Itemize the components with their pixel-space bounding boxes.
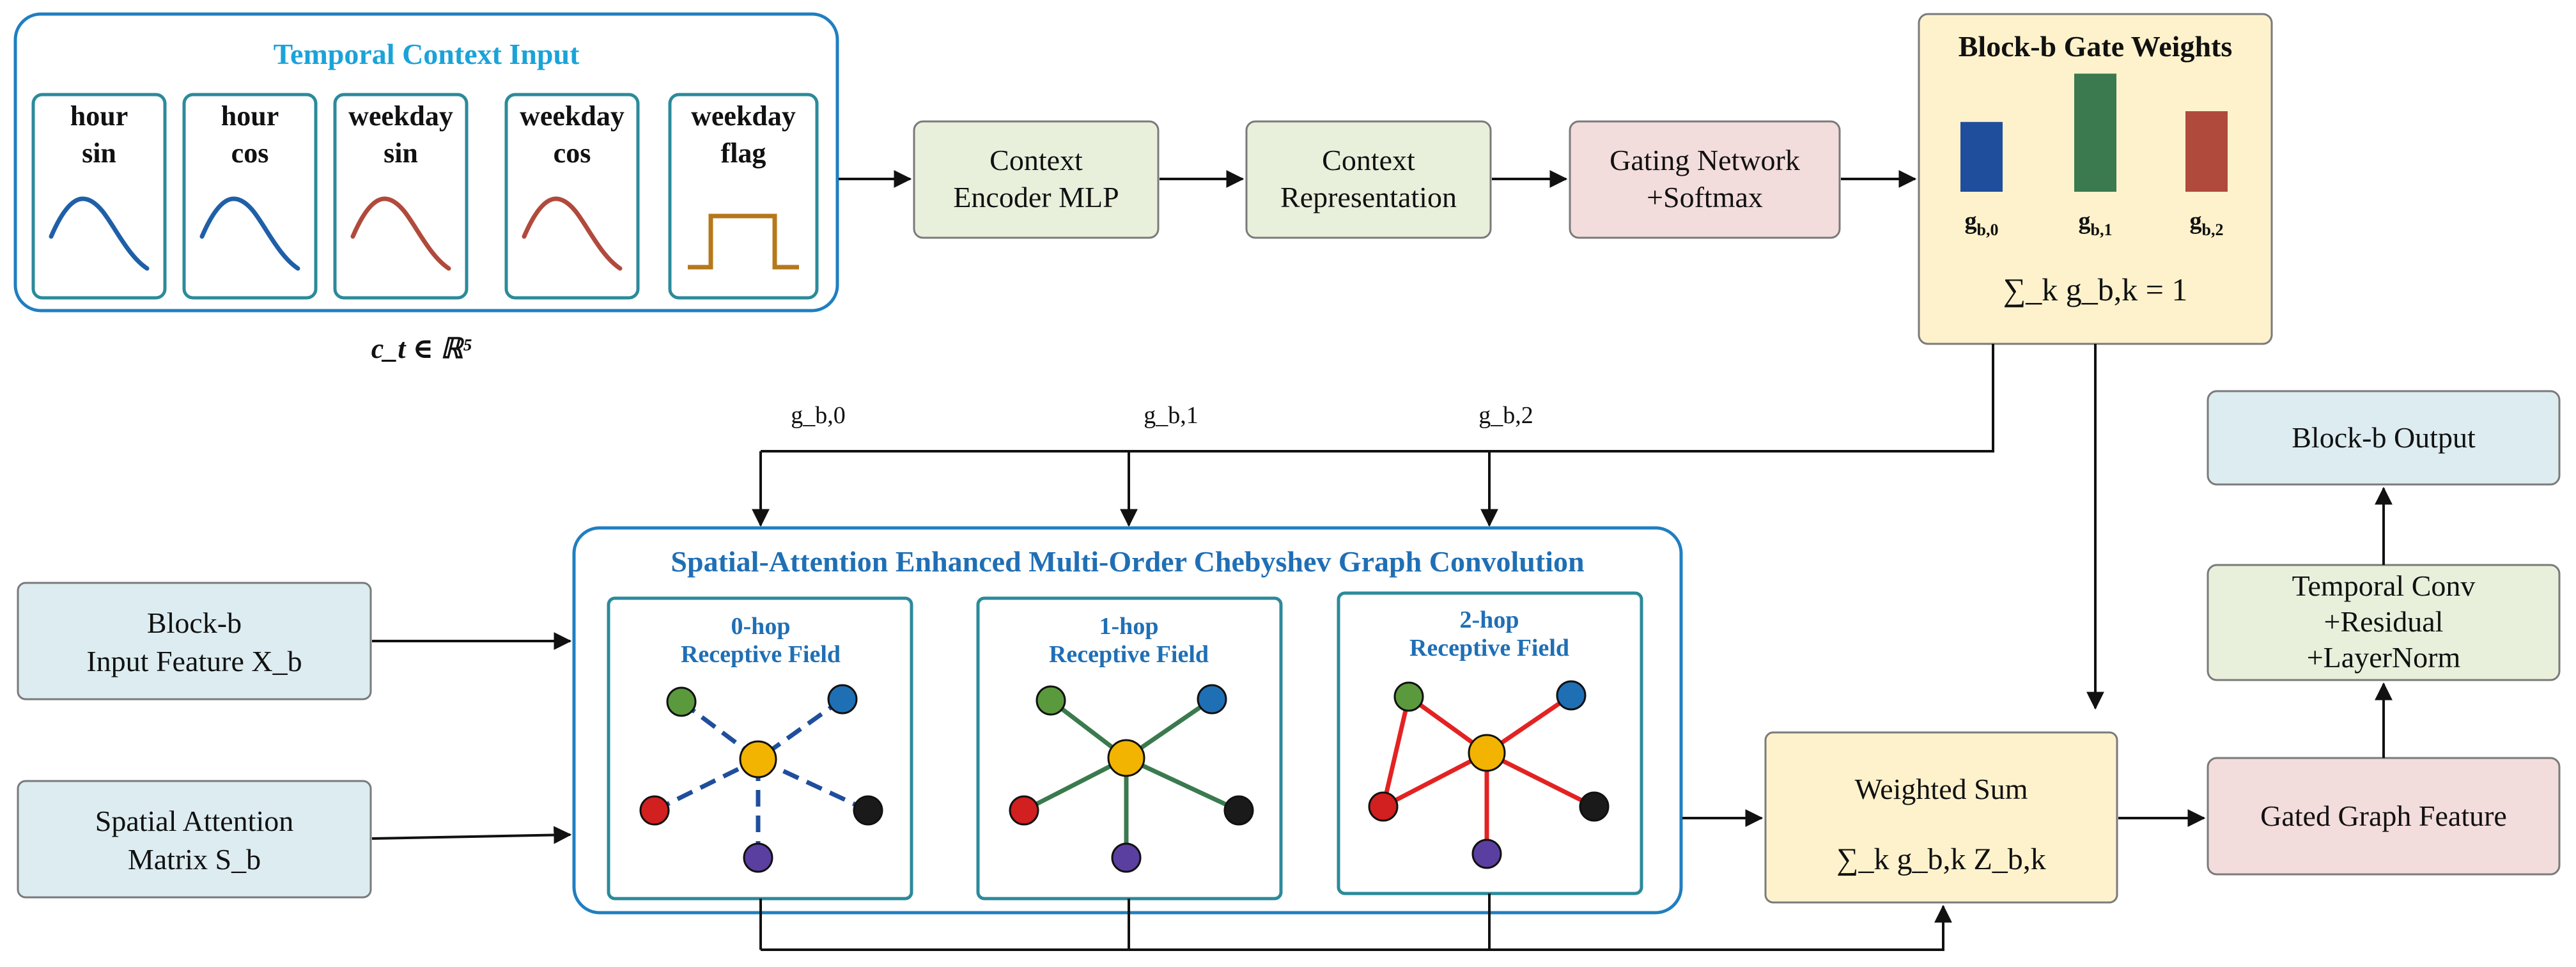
svg-text:Context: Context <box>1322 144 1415 176</box>
gating-network: Gating Network +Softmax <box>1569 120 1841 239</box>
node-blue <box>827 684 858 715</box>
node-blue <box>1556 680 1587 711</box>
svg-text:Input Feature X_b: Input Feature X_b <box>86 645 302 677</box>
node-green <box>1393 681 1424 712</box>
node-green <box>1036 685 1066 716</box>
node-center <box>739 740 777 778</box>
gate-weights-box: Block-b Gate Weights gb,0 gb,1 gb,2 ∑_k … <box>1918 13 2273 345</box>
feature-weekday-cos: weekday cos <box>504 93 640 300</box>
graph-conv-title: Spatial-Attention Enhanced Multi-Order C… <box>671 545 1584 578</box>
gate-label-1: g_b,1 <box>1144 402 1199 429</box>
svg-text:Context: Context <box>989 144 1083 176</box>
gate-sum-constraint: ∑_k g_b,k = 1 <box>2003 272 2188 307</box>
panel-subtitle: Receptive Field <box>681 641 841 668</box>
sine-wave-icon <box>522 196 623 271</box>
weighted-sum: Weighted Sum ∑_k g_b,k Z_b,k <box>1764 731 2118 904</box>
feature-hour-cos: hour cos <box>182 93 318 300</box>
node-red <box>1368 791 1399 822</box>
gate-bars <box>1960 73 2228 192</box>
node-center <box>1468 734 1506 772</box>
node-black <box>1579 791 1610 822</box>
panel-0-hop: 0-hop Receptive Field <box>607 596 913 901</box>
sine-wave-icon <box>49 196 150 271</box>
svg-text:+Residual: +Residual <box>2324 605 2444 638</box>
svg-text:Block-b Output: Block-b Output <box>2292 421 2476 454</box>
panel-title: 2-hop <box>1460 607 1519 633</box>
context-input-title: Temporal Context Input <box>274 38 580 70</box>
weighted-sum-title: Weighted Sum <box>1855 773 2028 805</box>
weighted-sum-formula: ∑_k g_b,k Z_b,k <box>1836 842 2046 876</box>
svg-text:Gating Network: Gating Network <box>1610 144 1800 176</box>
context-representation: Context Representation <box>1245 120 1492 239</box>
node-purple <box>743 842 773 873</box>
block-input-feature: Block-b Input Feature X_b <box>17 582 372 700</box>
panel-subtitle: Receptive Field <box>1409 635 1569 661</box>
svg-text:+Softmax: +Softmax <box>1647 181 1763 213</box>
svg-text:Spatial Attention: Spatial Attention <box>95 805 293 837</box>
svg-text:Matrix S_b: Matrix S_b <box>128 843 261 876</box>
svg-text:+LayerNorm: +LayerNorm <box>2307 641 2461 674</box>
context-encoder-mlp: Context Encoder MLP <box>913 120 1160 239</box>
feature-type: cos <box>554 137 591 169</box>
panel-title: 0-hop <box>731 613 791 640</box>
node-center <box>1107 739 1145 777</box>
gate-weights-title: Block-b Gate Weights <box>1959 30 2233 63</box>
feature-type: sin <box>384 137 418 169</box>
svg-text:Encoder MLP: Encoder MLP <box>953 181 1119 213</box>
node-black <box>853 795 883 826</box>
chebyshev-graph-convolution: Spatial-Attention Enhanced Multi-Order C… <box>572 526 1683 915</box>
bar-label-1: gb,1 <box>2079 208 2113 239</box>
node-red <box>1009 795 1039 826</box>
feature-weekday-sin: weekday sin <box>333 93 469 300</box>
panel-title: 1-hop <box>1099 613 1159 640</box>
node-red <box>639 795 670 826</box>
node-blue <box>1197 684 1227 715</box>
gate-bar-2 <box>2185 111 2228 192</box>
feature-name: weekday <box>520 100 625 132</box>
panel-subtitle: Receptive Field <box>1049 641 1209 668</box>
gate-label-0: g_b,0 <box>791 402 846 429</box>
gate-bar-1 <box>2074 73 2116 192</box>
temporal-context-input: Temporal Context Input hour sin hour cos… <box>13 12 839 313</box>
feature-weekday-flag: weekday flag <box>668 93 819 300</box>
node-black <box>1223 795 1254 826</box>
step-function-icon <box>688 213 799 270</box>
feature-name: hour <box>70 100 128 132</box>
feature-name: hour <box>221 100 279 132</box>
sine-wave-icon <box>199 196 300 271</box>
spatial-attention-matrix: Spatial Attention Matrix S_b <box>17 780 372 899</box>
panel-2-hop: 2-hop Receptive Field <box>1337 591 1643 895</box>
node-purple <box>1111 842 1142 873</box>
node-purple <box>1471 839 1502 869</box>
svg-text:Representation: Representation <box>1280 181 1457 213</box>
feature-hour-sin: hour sin <box>31 93 167 300</box>
feature-type: sin <box>82 137 116 169</box>
node-green <box>666 686 697 717</box>
feature-type: flag <box>721 137 766 169</box>
gated-graph-feature: Gated Graph Feature <box>2207 757 2561 876</box>
svg-text:Block-b: Block-b <box>147 607 242 639</box>
gate-label-2: g_b,2 <box>1478 402 1533 429</box>
block-output: Block-b Output <box>2207 390 2561 486</box>
context-vector-label: c_t ∈ ℝ⁵ <box>371 333 472 364</box>
temporal-conv: Temporal Conv +Residual +LayerNorm <box>2207 564 2561 681</box>
feature-type: cos <box>231 137 269 169</box>
gate-bar-0 <box>1960 121 2003 192</box>
feature-name: weekday <box>691 100 796 132</box>
feature-name: weekday <box>348 100 453 132</box>
svg-text:Gated Graph Feature: Gated Graph Feature <box>2260 800 2507 832</box>
svg-text:Temporal Conv: Temporal Conv <box>2292 569 2476 602</box>
sine-wave-icon <box>350 196 451 271</box>
panel-1-hop: 1-hop Receptive Field <box>976 596 1283 901</box>
